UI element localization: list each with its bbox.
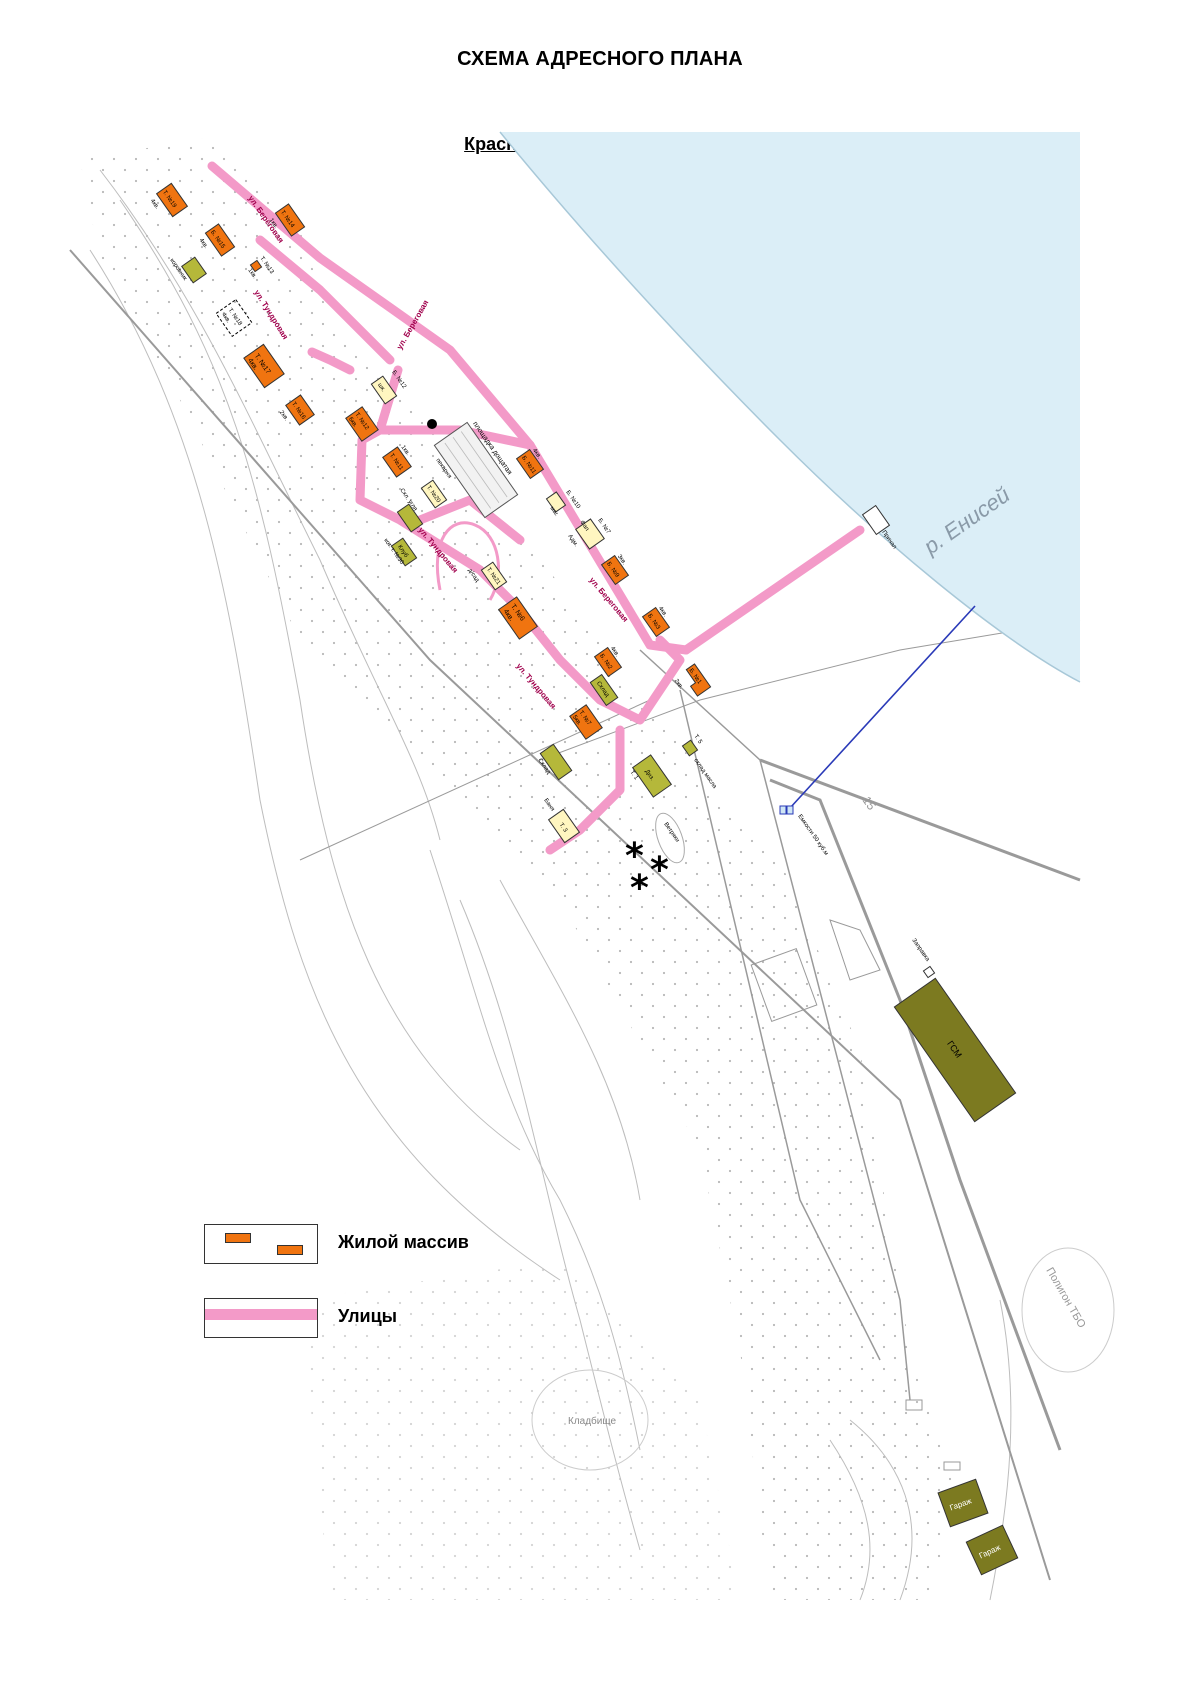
house[interactable]: Т. №16 2кв. [277, 394, 315, 431]
legend-house-icon [277, 1245, 303, 1255]
house-note: 2кв. [673, 678, 684, 691]
house-note: 4кв. [609, 646, 620, 659]
garage[interactable]: Гараж [937, 1478, 989, 1528]
cemetery-area [531, 1369, 649, 1471]
legend-house-icon [225, 1233, 251, 1243]
house[interactable]: Б. №15 4кв. [196, 223, 236, 262]
legend-residential-label: Жилой массив [338, 1232, 469, 1252]
river-bank [499, 131, 1081, 683]
label-zapravka: Заправка [910, 938, 930, 963]
label-t1: Т. 1 [628, 770, 639, 782]
legend-streets-swatch [204, 1298, 318, 1338]
club[interactable]: Клуб [390, 537, 418, 567]
house[interactable]: Б. №11 4кв. [515, 446, 549, 480]
label-shk: шк. [376, 382, 386, 393]
contour-lines [89, 169, 1012, 1601]
label-dizl: Диз. [643, 769, 655, 782]
label-poligon: Полигон ТБО [1043, 1266, 1087, 1331]
label-kladbishche: Кладбище [568, 1415, 616, 1427]
point-marker [427, 419, 437, 429]
windmill-markers: * * * [625, 836, 669, 909]
street-tundrovaya-north [307, 347, 355, 375]
page-title: СХЕМА АДРЕСНОГО ПЛАНА [457, 48, 743, 70]
gas-station[interactable] [922, 965, 936, 979]
bakery[interactable]: Т. №20 [420, 479, 448, 509]
label-t13-note: 1кв. [246, 268, 257, 281]
label-15: 15 [860, 794, 879, 813]
house-note: 4кв. [149, 198, 160, 211]
label-t18-note: 4кв. [220, 312, 231, 325]
house[interactable]: Т. №7 5кв. [569, 704, 603, 740]
pier[interactable] [861, 504, 891, 536]
legend-streets-label: Улицы [338, 1306, 398, 1326]
shop[interactable] [545, 491, 567, 513]
legend-residential-swatch [204, 1224, 318, 1264]
garage[interactable]: Гараж [965, 1524, 1019, 1576]
school[interactable]: шк. [370, 375, 398, 405]
street-to-prichal [681, 525, 865, 655]
house[interactable]: Б. №1 2кв. [672, 663, 712, 703]
fuel-depot[interactable]: ГСМ [893, 977, 1017, 1123]
label-t5: Т. 5 [692, 734, 703, 746]
tanks[interactable] [779, 805, 794, 815]
misc-outlines [750, 919, 961, 1471]
coal-warehouse[interactable] [396, 503, 424, 533]
street-beregovaya [207, 161, 691, 655]
kindergarten[interactable]: Т. №21 [480, 561, 508, 591]
house-note: 6кв. [347, 416, 358, 429]
house[interactable]: Т. №14 1кв. [266, 203, 306, 242]
house[interactable]: Б. №9 3кв. [600, 552, 634, 586]
street-cross-2 [415, 495, 525, 545]
cable-line [789, 605, 976, 809]
house[interactable]: Т. №19 4кв. [148, 182, 189, 223]
warehouse[interactable] [539, 743, 573, 781]
label-emkosti: Емкости 50 куб.м [796, 814, 829, 857]
windmill-icon: * [650, 850, 669, 891]
house-note: 4кв. [198, 238, 209, 251]
cowshed[interactable] [181, 256, 207, 284]
house-small[interactable] [249, 259, 263, 273]
house-note: 3кв. [616, 554, 627, 567]
oil-warehouse[interactable] [681, 739, 699, 757]
label-adm: Адм. [566, 534, 579, 549]
house[interactable]: Т. №17 4кв. [243, 343, 285, 389]
street-beregovaya-north [255, 235, 395, 365]
diesel-station[interactable]: Диз. [631, 754, 673, 798]
warehouse[interactable]: Склад [589, 673, 619, 707]
river-yenisei [500, 132, 1080, 682]
residential-buildings: Т. №19 4кв. Т. №14 1кв. Б. №15 4кв. Т. №… [148, 182, 712, 740]
house[interactable]: Б. №2 4кв. [593, 644, 627, 678]
label-mag: маг. [548, 506, 559, 518]
house-note: 5кв. [571, 714, 582, 727]
house[interactable]: Т. №11 1кв. [382, 443, 417, 478]
public-buildings: шк. Б. №12 площадка дощатая пекарня Т. №… [168, 256, 1115, 1576]
label-t3: Т. 3 [558, 822, 569, 834]
landfill-area [1021, 1247, 1115, 1373]
house[interactable]: Б. №3 4кв. [641, 604, 675, 638]
house-note: 4кв. [657, 606, 668, 619]
house-note: 1кв. [268, 218, 279, 231]
windmills-area [655, 812, 685, 864]
windmill-icon: * [625, 836, 644, 877]
house[interactable]: Т. №6 4кв. [497, 596, 539, 640]
house-note: 1кв. [399, 445, 410, 458]
admin-building[interactable] [575, 518, 605, 550]
bathhouse[interactable]: Т. 3 [547, 808, 581, 844]
house-note: 2кв. [278, 410, 289, 423]
label-fap: Фап [578, 520, 589, 533]
house-note: 4кв. [531, 448, 542, 461]
terrain-dotted-area [80, 135, 960, 1600]
street-label: ул. Береговая [395, 298, 431, 351]
legend-street-icon [205, 1309, 317, 1320]
house[interactable]: Т. №12 6кв. [345, 406, 379, 442]
windmill-icon: * [630, 868, 649, 909]
